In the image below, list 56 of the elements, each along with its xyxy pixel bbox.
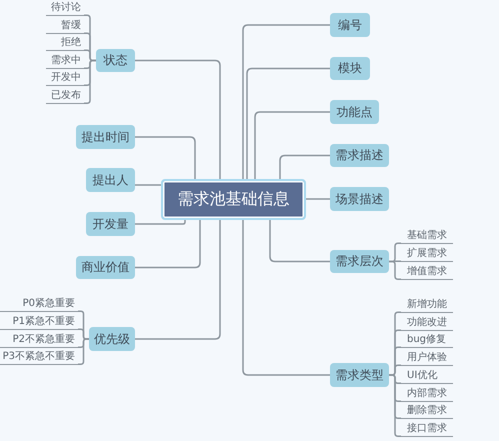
underlined-label: 删除需求: [401, 405, 453, 419]
underlined-label: 接口需求: [401, 423, 453, 437]
connector-line: [389, 364, 401, 376]
topic-box: 商业价值: [76, 256, 135, 279]
topic-box: 需求类型: [330, 363, 389, 387]
underlined-label: 暂缓: [46, 20, 84, 34]
connector-line: [389, 242, 401, 262]
underlined-label: 功能改进: [401, 317, 453, 331]
connector-line: [389, 374, 401, 437]
connector-line: [246, 68, 330, 179]
connector-line: [78, 328, 89, 340]
underlined-label: 用户体验: [401, 352, 453, 366]
underlined-label: P2不紧急重要: [0, 334, 78, 348]
underlined-label: UI优化: [401, 370, 453, 384]
underlined-label: 需求中: [46, 55, 84, 69]
connector-line: [84, 60, 96, 104]
underlined-label: 待讨论: [46, 2, 84, 16]
underlined-label: 扩展需求: [401, 248, 453, 262]
underlined-label: P0紧急重要: [0, 298, 78, 312]
underlined-label: P3不紧急不重要: [0, 351, 78, 365]
connector-line: [279, 154, 330, 179]
underlined-label: 开发中: [46, 72, 84, 86]
topic-box: 需求层次: [330, 250, 389, 273]
underlined-label: 基础需求: [401, 230, 453, 244]
connector-line: [242, 220, 330, 376]
connector-line: [254, 111, 330, 179]
topic-box: 编号: [330, 13, 370, 37]
central-topic-box: 需求池基础信息: [161, 179, 306, 220]
connector-line: [135, 220, 201, 268]
topic-box: 模块: [330, 57, 370, 80]
underlined-label: 增值需求: [401, 266, 453, 280]
underlined-label: 已发布: [46, 90, 84, 104]
underlined-label: 拒绝: [46, 37, 84, 51]
topic-box: 需求描述: [330, 144, 389, 167]
connector-line: [135, 136, 196, 179]
topic-box: 状态: [96, 49, 135, 72]
connector-line: [135, 184, 161, 186]
underlined-label: 内部需求: [401, 388, 453, 402]
connector-line: [135, 220, 186, 225]
topic-box: 提出人: [86, 168, 135, 192]
connector-line: [78, 338, 89, 365]
topic-box: 提出时间: [76, 125, 135, 149]
topic-box: 优先级: [89, 327, 135, 351]
connector-line: [135, 220, 221, 340]
connector-line: [269, 220, 330, 262]
connector-line: [306, 198, 330, 200]
underlined-label: bug修复: [401, 334, 453, 348]
underlined-label: P1紧急不重要: [0, 316, 78, 330]
connector-line: [389, 260, 401, 280]
connector-line: [135, 60, 221, 179]
topic-box: 开发量: [86, 212, 135, 236]
connector-line: [84, 50, 96, 62]
underlined-label: 新增功能: [401, 299, 453, 313]
connector-line: [242, 24, 330, 179]
topic-box: 场景描述: [330, 187, 389, 211]
topic-box: 功能点: [330, 100, 379, 124]
